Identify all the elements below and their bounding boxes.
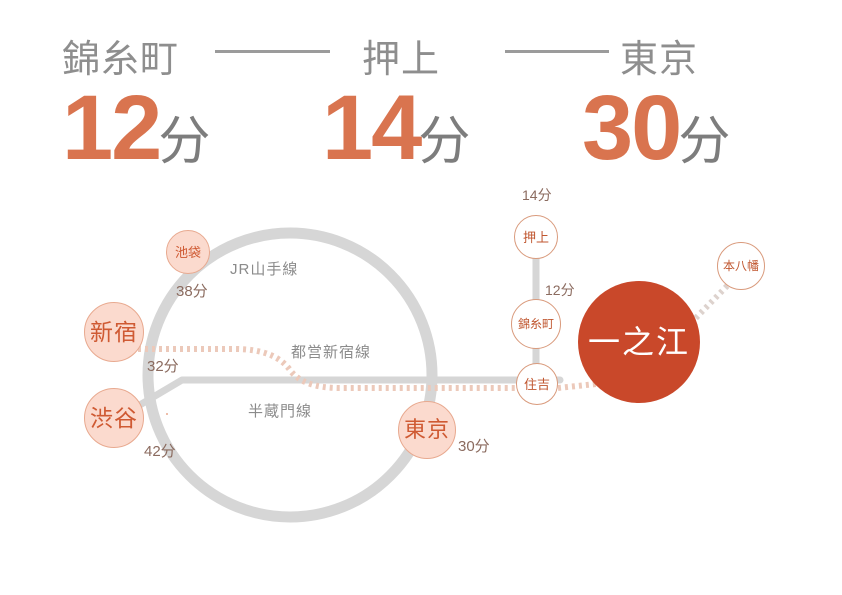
route-map-lines xyxy=(124,227,731,523)
line-label-toei-shinjuku: 都営新宿線 xyxy=(291,344,372,361)
header-time-2: 14分 xyxy=(322,82,470,174)
header-time-1-number: 12 xyxy=(62,77,162,179)
header-time-3-unit: 分 xyxy=(678,113,731,171)
route-map: JR山手線 都営新宿線 半蔵門線 池袋 38分 新宿 32分 渋谷 42分 東京… xyxy=(0,180,842,595)
station-node-ikebukuro[interactable]: 池袋 xyxy=(166,230,210,274)
station-node-shibuya[interactable]: 渋谷 xyxy=(84,388,144,448)
station-time-ikebukuro: 38分 xyxy=(176,283,208,300)
station-label-ichinoe: 一之江 xyxy=(587,324,690,360)
station-node-motoyawata[interactable]: 本八幡 xyxy=(717,242,765,290)
station-label-tokyo: 東京 xyxy=(403,417,450,442)
station-node-ichinoe-origin[interactable]: 一之江 xyxy=(578,281,700,403)
station-node-kinshicho[interactable]: 錦糸町 xyxy=(511,299,561,349)
header-time-3-number: 30 xyxy=(582,77,682,179)
sumiyoshi-ichinoe-line xyxy=(557,381,597,391)
station-time-oshiage: 14分 xyxy=(522,187,552,203)
toei-shinjuku-line xyxy=(138,346,516,391)
line-label-hanzomon: 半蔵門線 xyxy=(248,403,313,420)
header-station-1: 錦糸町 xyxy=(62,39,180,81)
station-node-tokyo[interactable]: 東京 xyxy=(398,401,456,459)
station-node-oshiage[interactable]: 押上 xyxy=(514,215,558,259)
header-time-1: 12分 xyxy=(62,82,210,174)
header-time-3: 30分 xyxy=(582,82,730,174)
station-label-sumiyoshi: 住吉 xyxy=(523,376,550,392)
header-time-1-unit: 分 xyxy=(158,113,211,171)
station-label-shinjuku: 新宿 xyxy=(90,318,138,345)
header-time-2-number: 14 xyxy=(322,77,422,179)
line-label-yamanote: JR山手線 xyxy=(230,261,299,278)
station-time-tokyo: 30分 xyxy=(458,438,490,455)
station-node-shinjuku[interactable]: 新宿 xyxy=(84,302,144,362)
station-node-sumiyoshi[interactable]: 住吉 xyxy=(516,363,558,405)
header-rule-1 xyxy=(215,50,330,53)
yamanote-loop-line xyxy=(142,227,438,523)
station-label-kinshicho: 錦糸町 xyxy=(517,317,554,331)
station-time-shinjuku: 32分 xyxy=(147,358,179,375)
station-label-motoyawata: 本八幡 xyxy=(722,259,759,273)
station-time-shibuya: 42分 xyxy=(144,443,176,460)
header-station-2: 押上 xyxy=(362,39,441,81)
header-time-2-unit: 分 xyxy=(418,113,471,171)
station-label-oshiage: 押上 xyxy=(522,229,549,245)
header-rule-2 xyxy=(505,50,609,53)
header-station-3: 東京 xyxy=(620,39,699,81)
ichinoe-motoyawata-line xyxy=(683,282,731,331)
station-label-shibuya: 渋谷 xyxy=(90,404,138,431)
station-label-ikebukuro: 池袋 xyxy=(174,244,201,260)
station-time-kinshicho: 12分 xyxy=(545,282,575,298)
header-route-summary: 錦糸町 押上 東京 12分 14分 30分 xyxy=(0,0,842,185)
hanzomon-line xyxy=(124,376,564,416)
